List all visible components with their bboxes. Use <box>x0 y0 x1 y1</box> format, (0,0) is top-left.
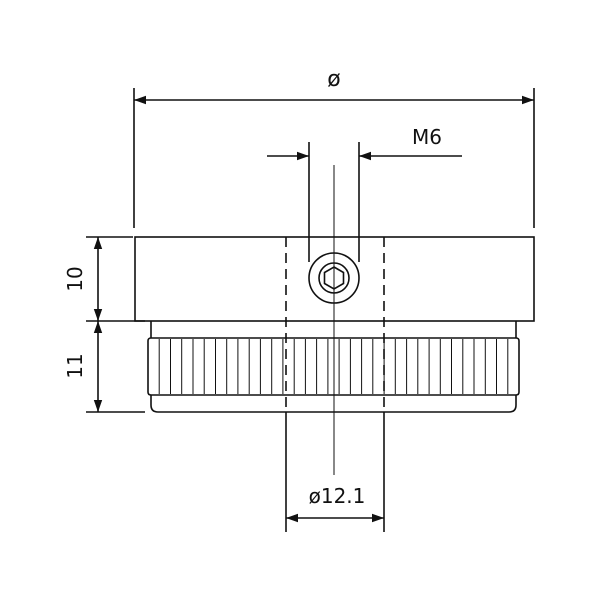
knurl-ribs <box>158 339 509 394</box>
upper-height-label: 10 <box>63 266 87 291</box>
knurled-knob <box>147 321 520 413</box>
bore-diameter-dimension <box>285 412 385 532</box>
thread-dimension <box>267 142 462 237</box>
hidden-bore-lines <box>285 237 385 412</box>
height-dimensions <box>86 236 145 413</box>
lower-height-label: 11 <box>63 353 87 378</box>
thread-label: M6 <box>412 125 442 149</box>
overall-diameter-label: ø <box>327 67 340 92</box>
bore-diameter-label: ø12.1 <box>309 484 366 508</box>
overall-diameter-dimension <box>133 88 535 228</box>
